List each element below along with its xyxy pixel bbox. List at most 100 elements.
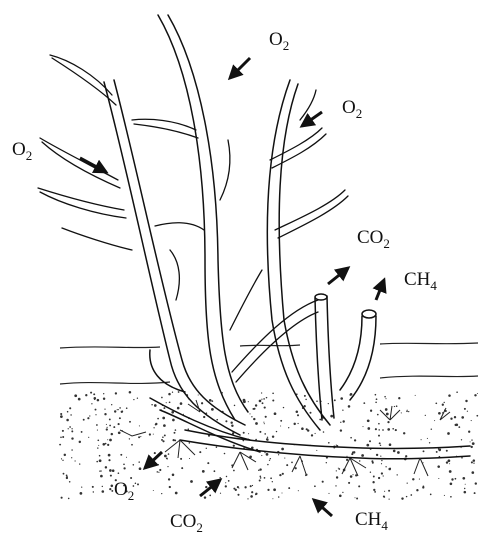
sediment-dot [403, 432, 405, 434]
sediment-dot [88, 437, 89, 438]
sediment-dot [328, 493, 329, 494]
sediment-dot [297, 414, 299, 416]
sediment-dot [205, 486, 207, 488]
sediment-dot [166, 402, 167, 403]
sediment-dot [119, 417, 121, 419]
sediment-dot [133, 399, 134, 400]
sediment-dot [278, 454, 279, 455]
sediment-dot [359, 460, 360, 461]
sediment-dot [438, 478, 439, 479]
sediment-dot [118, 423, 120, 425]
sediment-dot [68, 498, 70, 500]
sediment-dot [381, 460, 382, 461]
sediment-dot [450, 418, 452, 420]
sediment-dot [272, 481, 273, 482]
sediment-dot [261, 399, 262, 400]
sediment-dot [69, 407, 71, 409]
sediment-dot [138, 436, 140, 438]
sediment-dot [437, 465, 440, 468]
sediment-dot [270, 477, 272, 479]
sediment-dot [288, 487, 290, 489]
sediment-dot [455, 424, 457, 426]
sediment-dot [338, 468, 340, 470]
sediment-dot [405, 455, 407, 457]
plant-leaves [38, 55, 348, 382]
sediment-dot [416, 489, 418, 491]
sediment-dot [161, 439, 163, 441]
sediment-dot [464, 488, 465, 489]
sediment-dot [66, 419, 69, 422]
sediment-dot [162, 440, 164, 442]
sediment-dot [216, 419, 218, 421]
sediment-dot [153, 427, 154, 428]
sediment-dot [468, 431, 470, 433]
sediment-dot [373, 476, 375, 478]
label-subscript: 4 [430, 278, 437, 293]
sediment-dot [111, 433, 113, 435]
sediment-dot [340, 397, 343, 400]
sediment-dot [388, 468, 391, 471]
sediment-dot [233, 445, 235, 447]
sediment-dot [103, 393, 104, 394]
sediment-dot [286, 464, 288, 466]
sediment-dot [129, 421, 131, 423]
sediment-dot [379, 442, 381, 444]
sediment-dot [328, 403, 329, 404]
sediment-dot [261, 455, 262, 456]
sediment-dot [362, 426, 363, 427]
sediment-dot [461, 416, 464, 419]
sediment-dot [470, 446, 472, 448]
sediment-dot [157, 471, 159, 473]
sediment-dot [97, 439, 99, 441]
sediment-dot [473, 463, 474, 464]
sediment-dot [119, 407, 121, 409]
sediment-dot [450, 496, 452, 498]
sediment-dot [380, 445, 381, 446]
sediment-dot [314, 485, 316, 487]
sediment-dot [455, 478, 457, 480]
sediment-dot [112, 469, 115, 472]
sediment-dot [111, 490, 113, 492]
sediment-dot [456, 391, 458, 393]
sediment-dot [96, 424, 98, 426]
sediment-dot [258, 470, 260, 472]
sediment-dot [464, 408, 466, 410]
sediment-dot [471, 461, 473, 463]
sediment-dot [98, 445, 99, 446]
sediment-dot [109, 469, 112, 472]
sediment-dot [291, 462, 293, 464]
sediment-dot [298, 490, 299, 491]
sediment-dot [199, 451, 201, 453]
sediment-dot [348, 405, 351, 408]
sediment-dot [334, 399, 336, 401]
sediment-dot [278, 496, 280, 498]
sediment-dot [367, 427, 370, 430]
sediment-dot [293, 423, 295, 425]
sediment-dot [444, 495, 445, 496]
sediment-dot [261, 392, 262, 393]
sediment-dot [474, 394, 476, 396]
sediment-dot [265, 416, 267, 418]
sediment-dot [267, 439, 269, 441]
sediment-dot [383, 475, 384, 476]
sediment-dot [408, 411, 409, 412]
sediment-dot [172, 439, 174, 441]
sediment-dot [94, 397, 97, 400]
sediment-dot [62, 430, 64, 432]
sediment-dot [71, 449, 73, 451]
sediment-dot [462, 477, 465, 480]
label-subscript: 2 [356, 106, 363, 121]
label-subscript: 2 [383, 236, 390, 251]
sediment-dot [234, 405, 236, 407]
sediment-dot [209, 399, 212, 402]
sediment-dot [168, 478, 170, 480]
sediment-dot [157, 418, 159, 420]
plant-roots [120, 400, 450, 476]
sediment-dot [375, 394, 377, 396]
sediment-dot [397, 451, 400, 454]
sediment-dot [410, 494, 412, 496]
sediment-dot [130, 477, 132, 479]
sediment-dot [389, 443, 392, 446]
sediment-dot [449, 470, 452, 473]
sediment-dot [446, 450, 448, 452]
